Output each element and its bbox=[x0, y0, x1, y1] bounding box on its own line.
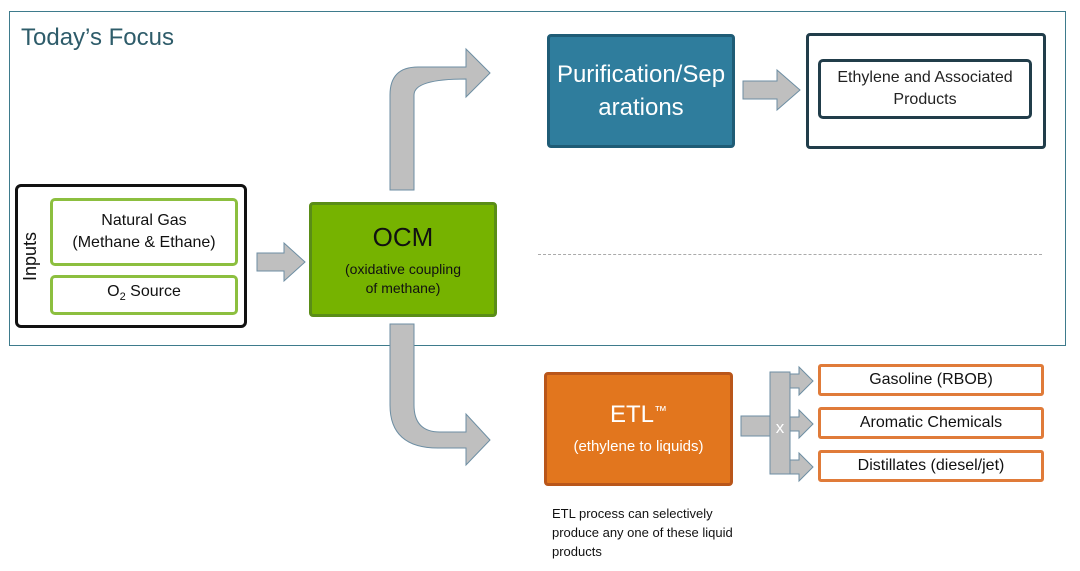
inputs-box bbox=[15, 184, 247, 328]
product-gasoline-box: Gasoline (RBOB) bbox=[818, 364, 1044, 396]
purification-label: Purification/Separations bbox=[556, 61, 726, 121]
todays-focus-frame bbox=[9, 11, 1066, 346]
ethylene-label: Ethylene and Associated Products bbox=[837, 69, 1013, 108]
divider-line bbox=[538, 254, 1042, 255]
etl-box: ETL™ (ethylene to liquids) bbox=[544, 372, 733, 486]
etl-to-splitter-arrow bbox=[740, 415, 775, 437]
ocm-subtitle: (oxidative coupling of methane) bbox=[345, 260, 461, 296]
o2-source-box: O2 Source bbox=[50, 275, 238, 315]
etl-subtitle: (ethylene to liquids) bbox=[573, 438, 704, 455]
ethylene-box: Ethylene and Associated Products bbox=[818, 59, 1032, 119]
natural-gas-subtitle: (Methane & Ethane) bbox=[72, 234, 216, 251]
ocm-box: OCM (oxidative coupling of methane) bbox=[309, 202, 497, 317]
inputs-label: Inputs bbox=[20, 231, 41, 281]
branch-arrow-distillates bbox=[789, 451, 814, 483]
etl-title: ETL™ bbox=[609, 401, 667, 428]
etl-note: ETL process can selectively produce any … bbox=[552, 506, 733, 559]
ocm-title: OCM bbox=[372, 221, 434, 252]
ethylene-outer-box bbox=[806, 33, 1046, 149]
branch-arrow-gasoline bbox=[789, 365, 814, 397]
focus-title: Today’s Focus bbox=[21, 24, 174, 51]
product-aromatics-box: Aromatic Chemicals bbox=[818, 407, 1044, 439]
purification-to-ethylene-arrow bbox=[742, 68, 801, 112]
o2-label: O2 Source bbox=[107, 283, 181, 304]
branch-arrow-aromatics bbox=[789, 408, 814, 440]
purification-box: Purification/Separations bbox=[547, 34, 735, 148]
ocm-to-etl-arrow bbox=[389, 323, 491, 467]
product-distillates-box: Distillates (diesel/jet) bbox=[818, 450, 1044, 482]
natural-gas-box: Natural Gas (Methane & Ethane) bbox=[50, 198, 238, 266]
inputs-to-ocm-arrow bbox=[256, 241, 306, 283]
natural-gas-title: Natural Gas bbox=[101, 212, 187, 229]
splitter-x-mark: x bbox=[775, 418, 785, 437]
ocm-to-purification-arrow bbox=[389, 47, 491, 191]
